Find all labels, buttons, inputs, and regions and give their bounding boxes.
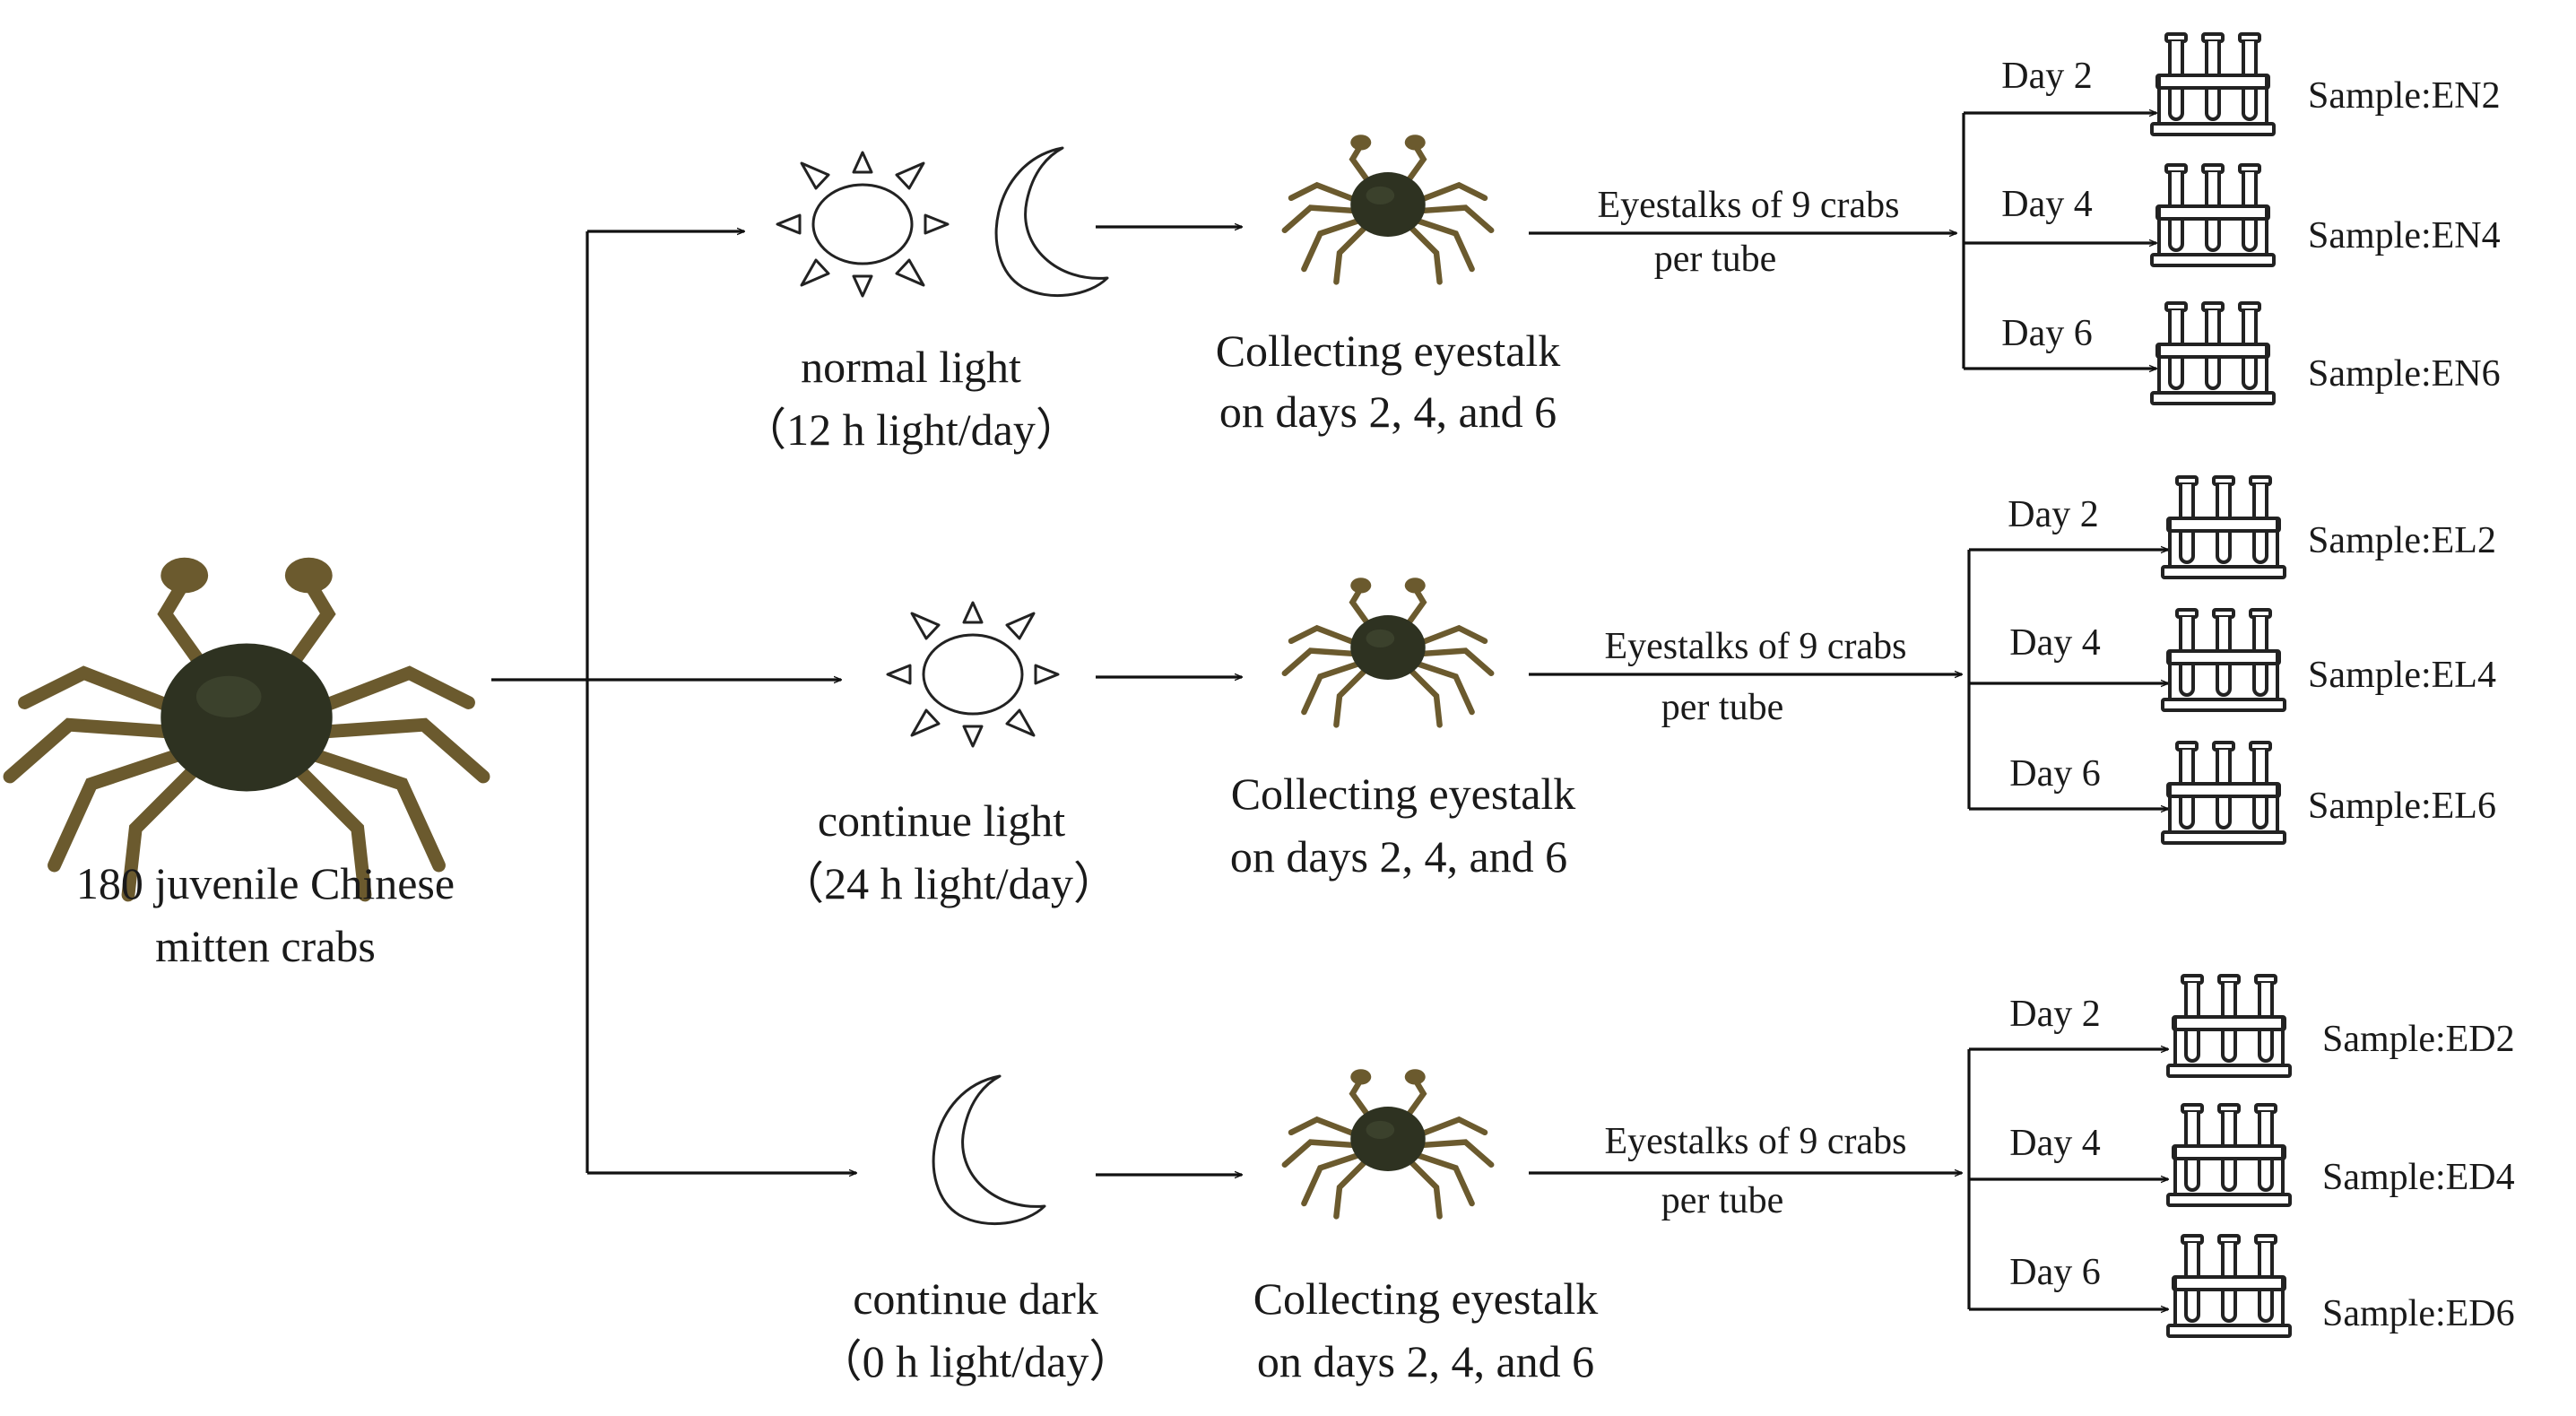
condition-name: continue light	[818, 795, 1065, 846]
condition-detail: （0 h light/day）	[818, 1336, 1134, 1386]
day-label-4: Day 4	[2009, 622, 2100, 664]
test-tube-rack-icon	[2161, 741, 2286, 845]
condition-detail: （24 h light/day）	[779, 858, 1118, 908]
sample-label: Sample:EN4	[2308, 215, 2501, 256]
crab-image	[1285, 135, 1491, 282]
collect-line2: on days 2, 4, and 6	[1219, 387, 1557, 437]
condition-detail: （12 h light/day）	[742, 404, 1080, 455]
test-tube-rack-icon	[2166, 1234, 2292, 1338]
transfer-line2: per tube	[1654, 239, 1776, 280]
collect-line1: Collecting eyestalk	[1231, 769, 1576, 819]
day-label-6: Day 6	[2001, 313, 2092, 354]
day-label-2: Day 2	[2001, 56, 2092, 97]
sun-icon	[886, 601, 1060, 748]
transfer-line2: per tube	[1661, 687, 1783, 728]
transfer-line2: per tube	[1661, 1180, 1783, 1221]
moon-icon	[932, 1074, 1046, 1226]
test-tube-rack-icon	[2166, 974, 2292, 1078]
main-splitter	[491, 231, 856, 1173]
source-label-line1: 180 juvenile Chinese	[76, 858, 455, 908]
day-label-6: Day 6	[2009, 753, 2100, 795]
day-label-6: Day 6	[2009, 1252, 2100, 1293]
sample-label: Sample:ED2	[2322, 1019, 2515, 1060]
collect-line2: on days 2, 4, and 6	[1230, 831, 1567, 882]
crab-image	[1285, 578, 1491, 725]
source-crab-image	[10, 558, 483, 895]
branch-continue-dark: continue dark （0 h light/day） Collecting…	[818, 974, 2515, 1386]
condition-name: continue dark	[853, 1273, 1098, 1324]
moon-icon	[994, 146, 1109, 298]
collect-line1: Collecting eyestalk	[1216, 326, 1561, 376]
condition-name: normal light	[801, 342, 1021, 392]
day-label-4: Day 4	[2001, 184, 2092, 225]
sample-label: Sample:EN2	[2308, 75, 2501, 117]
day-label-4: Day 4	[2009, 1123, 2100, 1164]
branch-normal-light: normal light （12 h light/day） Collecting…	[742, 32, 2501, 455]
test-tube-rack-icon	[2150, 32, 2276, 136]
crab-image	[1285, 1069, 1491, 1216]
test-tube-rack-icon	[2161, 475, 2286, 579]
collect-line2: on days 2, 4, and 6	[1257, 1336, 1594, 1386]
test-tube-rack-icon	[2150, 163, 2276, 267]
sample-label: Sample:EN6	[2308, 353, 2501, 395]
sample-label: Sample:ED6	[2322, 1293, 2515, 1334]
source-label-line2: mitten crabs	[155, 921, 376, 971]
sample-label: Sample:EL2	[2308, 520, 2496, 561]
day-label-2: Day 2	[2008, 494, 2098, 535]
transfer-line1: Eyestalks of 9 crabs	[1597, 185, 1899, 226]
collect-line1: Collecting eyestalk	[1253, 1273, 1599, 1324]
branch-continue-light: continue light （24 h light/day） Collecti…	[779, 475, 2496, 908]
test-tube-rack-icon	[2166, 1103, 2292, 1207]
sample-label: Sample:EL4	[2308, 655, 2496, 696]
sample-label: Sample:EL6	[2308, 786, 2496, 827]
test-tube-rack-icon	[2150, 301, 2276, 405]
sun-icon	[776, 151, 950, 298]
transfer-line1: Eyestalks of 9 crabs	[1604, 1121, 1906, 1162]
test-tube-rack-icon	[2161, 608, 2286, 712]
day-label-2: Day 2	[2009, 994, 2100, 1035]
sample-label: Sample:ED4	[2322, 1157, 2515, 1198]
transfer-line1: Eyestalks of 9 crabs	[1604, 626, 1906, 667]
